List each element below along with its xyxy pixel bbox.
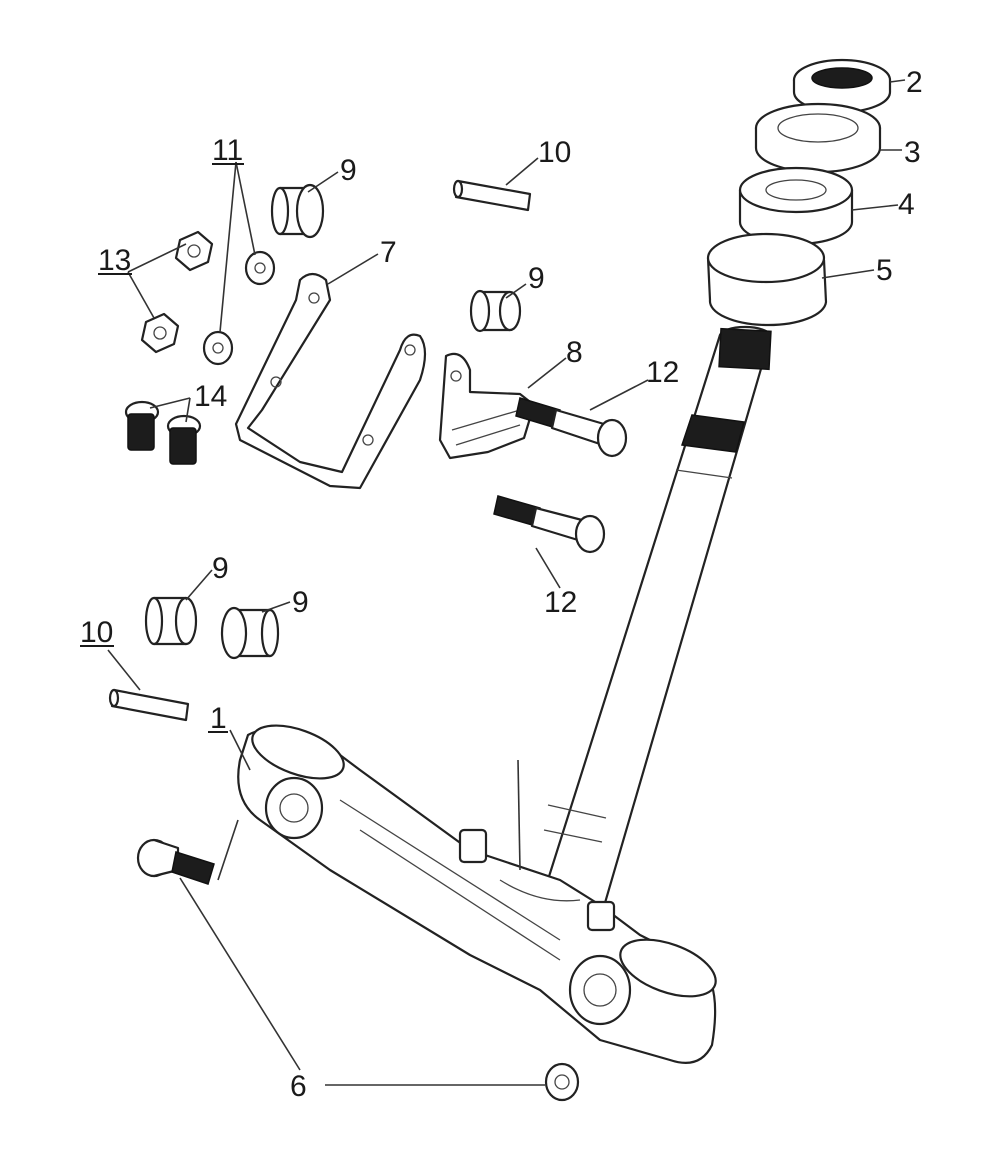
part-14-screw-a <box>124 400 160 451</box>
callout-14: 14 <box>194 380 227 413</box>
part-14-screw-b <box>166 414 202 465</box>
callout-3: 3 <box>904 136 921 169</box>
callout-12-upper: 12 <box>646 356 679 389</box>
callout-labels: 2 3 4 5 9 10 11 7 9 13 8 12 14 9 9 12 10… <box>80 66 923 1103</box>
callout-1: 1 <box>210 702 227 735</box>
callout-11: 11 <box>212 134 243 167</box>
callout-9-left: 9 <box>212 552 229 585</box>
callout-9-mid: 9 <box>528 262 545 295</box>
part-13-nut-a <box>174 230 214 272</box>
part-5-bearing-lower <box>706 232 828 327</box>
callout-2: 2 <box>906 66 923 99</box>
part-7-bracket <box>234 272 427 490</box>
callout-8: 8 <box>566 336 583 369</box>
part-13-nut-b <box>140 312 180 354</box>
part-9-bushing-left <box>144 596 198 646</box>
callout-6: 6 <box>290 1070 307 1103</box>
part-12-bolt-upper <box>515 397 628 458</box>
part-1-lower-triple-clamp <box>237 724 717 1064</box>
part-10-pin-left <box>108 688 190 722</box>
part-11-washer-b <box>202 330 234 366</box>
callout-4: 4 <box>898 188 915 221</box>
callout-9-top: 9 <box>340 154 357 187</box>
callout-13: 13 <box>98 244 131 277</box>
part-9-bushing-right <box>220 606 280 660</box>
callout-5: 5 <box>876 254 893 287</box>
callout-10-top: 10 <box>538 136 571 169</box>
part-9-bushing-top <box>270 183 325 239</box>
callout-10-left: 10 <box>80 616 113 649</box>
part-8-cable-guide <box>438 352 536 460</box>
part-11-washer-a <box>244 250 276 286</box>
leader-lines <box>107 79 906 1086</box>
callout-12-lower: 12 <box>544 586 577 619</box>
callout-9-right: 9 <box>292 586 309 619</box>
part-6-nut <box>544 1062 580 1102</box>
part-3-bearing-race <box>754 102 882 174</box>
callout-7: 7 <box>380 236 397 269</box>
part-10-pin-top <box>452 179 532 212</box>
part-6-bolt <box>136 838 215 885</box>
part-9-bushing-mid <box>469 289 522 333</box>
steering-stem <box>538 325 772 922</box>
part-12-bolt-lower <box>493 495 606 554</box>
part-4-bearing <box>738 166 854 246</box>
